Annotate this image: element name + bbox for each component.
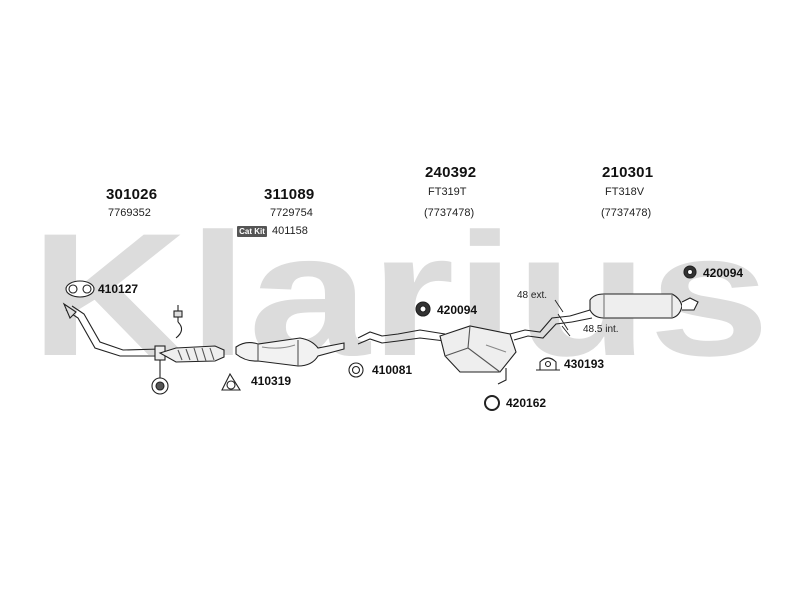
mid-mount-icon [415,301,431,317]
assembly-3-line2: (7737478) [424,207,475,219]
flex-pipe-icon [158,345,225,363]
assembly-1-ref: 7769352 [108,207,151,219]
code-mount-mid: 420094 [437,303,478,317]
assembly-1-part: 301026 [106,186,158,203]
cat-kit-badge: Cat Kit [237,226,267,237]
front-pipe-icon [62,302,166,378]
centre-silencer-icon [357,315,573,385]
code-ring-mid: 410081 [372,363,413,377]
assembly-2-part: 311089 [264,186,315,203]
dimension-marks [554,299,571,337]
code-ring-under: 420162 [506,396,547,410]
mid-ring-icon [348,362,364,378]
cat-gasket-icon [221,372,241,391]
assembly-4-part: 210301 [602,164,654,181]
dimension-ext: 48 ext. [517,290,548,301]
catalytic-converter-icon [235,337,345,367]
rear-clamp-icon [536,357,560,371]
code-clamp-rear: 430193 [564,357,605,371]
brand-watermark: Klarius [30,215,770,365]
under-ring-icon [484,395,500,411]
front-gasket-icon [65,280,95,298]
code-gasket-front: 410127 [98,282,139,296]
code-mount-rear: 420094 [703,266,744,280]
watermark-text: Klarius [30,215,770,365]
assembly-3-line1: FT319T [428,186,467,198]
assembly-2-ref: 7729754 [270,207,313,219]
code-gasket-cat: 410319 [251,374,292,388]
dimension-int: 48.5 int. [583,324,619,335]
cat-kit-code: 401158 [272,225,308,237]
assembly-4-line1: FT318V [605,186,645,198]
rear-mount-icon [683,265,697,279]
assembly-4-line2: (7737478) [601,207,652,219]
sensor-icon [173,305,183,339]
assembly-3-part: 240392 [425,164,477,181]
front-flange-icon [151,377,169,395]
rear-silencer-icon [569,293,699,323]
